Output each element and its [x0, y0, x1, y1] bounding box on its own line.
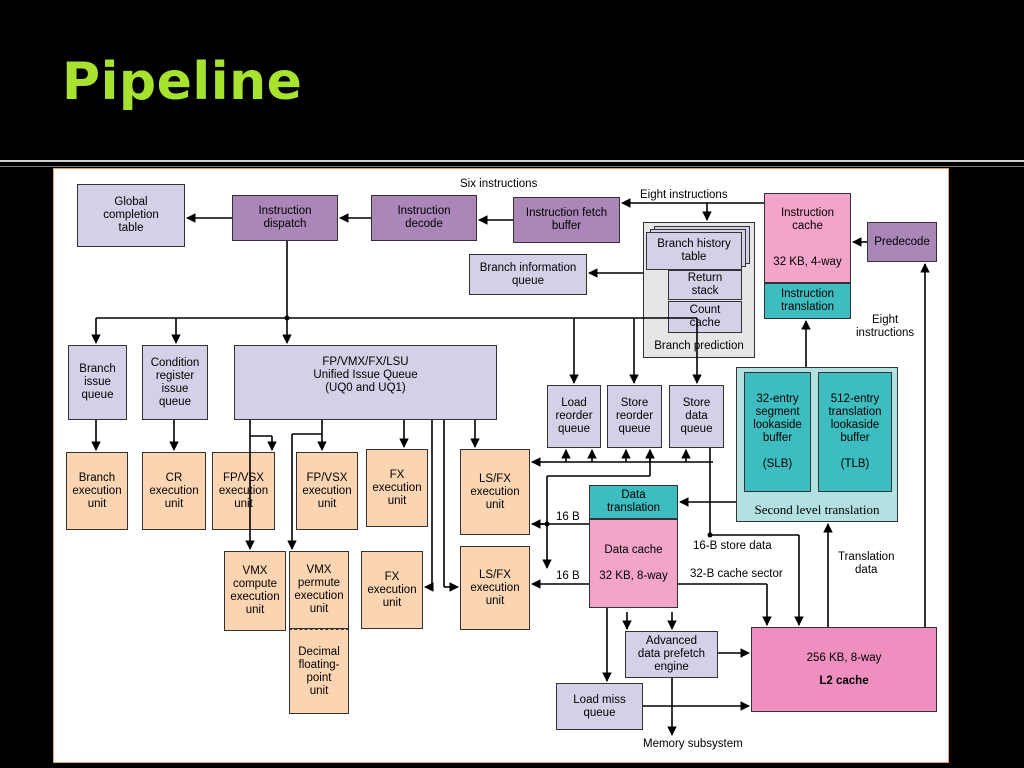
load-miss-queue: Load miss queue	[556, 683, 643, 730]
tlb: 512-entry translation lookaside buffer (…	[818, 372, 892, 492]
l2-cache-size: 256 KB, 8-way	[806, 651, 882, 664]
branch-history-table: Branch history table	[646, 232, 742, 270]
advanced-data-prefetch-engine: Advanced data prefetch engine	[625, 631, 718, 678]
global-completion-table: Global completion table	[77, 184, 185, 247]
bus-16b-bottom-label: 16 B	[556, 570, 580, 582]
decimal-floating-point-unit: Decimal floating- point unit	[289, 629, 349, 714]
l2-cache-label: L2 cache	[819, 674, 869, 687]
branch-issue-queue: Branch issue queue	[68, 345, 127, 420]
store-data-16b-label: 16-B store data	[693, 540, 772, 552]
eight-instructions-side-label: Eight instructions	[856, 314, 915, 339]
cache-sector-32b-label: 32-B cache sector	[690, 568, 783, 580]
bus-16b-top-label: 16 B	[556, 511, 580, 523]
l2-cache: 256 KB, 8-way L2 cache	[751, 627, 937, 712]
condition-register-issue-queue: Condition register issue queue	[142, 345, 208, 420]
six-instructions-label: Six instructions	[460, 178, 538, 190]
branch-execution-unit: Branch execution unit	[66, 452, 128, 530]
second-level-translation-label: Second level translation	[754, 502, 880, 517]
branch-prediction-label: Branch prediction	[654, 340, 744, 352]
instruction-translation: Instruction translation	[764, 283, 851, 319]
cr-execution-unit: CR execution unit	[142, 452, 206, 530]
predecode: Predecode	[867, 222, 937, 262]
instruction-cache: Instruction cache 32 KB, 4-way	[764, 193, 851, 283]
slide-title: Pipeline	[62, 52, 303, 112]
load-reorder-queue: Load reorder queue	[547, 385, 601, 448]
store-data-queue: Store data queue	[669, 385, 724, 448]
header-divider-thin	[0, 166, 1024, 167]
vmx-compute-execution-unit: VMX compute execution unit	[224, 551, 286, 631]
fpvsx-execution-unit-2: FP/VSX execution unit	[296, 452, 358, 530]
instruction-decode: Instruction decode	[371, 195, 477, 241]
data-cache: Data cache 32 KB, 8-way	[589, 519, 678, 608]
lsfx-execution-unit-2: LS/FX execution unit	[460, 546, 530, 630]
return-stack: Return stack	[668, 270, 742, 300]
lsfx-execution-unit-1: LS/FX execution unit	[460, 449, 530, 535]
instruction-cache-label: Instruction cache	[780, 206, 835, 232]
slide-header: Pipeline	[0, 0, 1024, 158]
memory-subsystem-label: Memory subsystem	[643, 738, 743, 750]
instruction-fetch-buffer: Instruction fetch buffer	[513, 197, 620, 243]
unified-issue-queue: FP/VMX/FX/LSU Unified Issue Queue (UQ0 a…	[234, 345, 497, 420]
vmx-permute-execution-unit: VMX permute execution unit	[289, 551, 349, 629]
translation-data-label: Translation data	[838, 551, 895, 576]
slb: 32-entry segment lookaside buffer (SLB)	[744, 372, 811, 492]
instruction-dispatch: Instruction dispatch	[232, 195, 338, 241]
fx-execution-unit-2: FX execution unit	[361, 551, 423, 629]
eight-instructions-label: Eight instructions	[640, 189, 728, 201]
store-reorder-queue: Store reorder queue	[607, 385, 662, 448]
fx-execution-unit-1: FX execution unit	[366, 449, 428, 527]
instruction-cache-size: 32 KB, 4-way	[773, 256, 842, 269]
fpvsx-execution-unit-1: FP/VSX execution unit	[212, 452, 275, 530]
header-divider	[0, 160, 1024, 162]
data-translation: Data translation	[589, 485, 678, 519]
count-cache: Count cache	[668, 301, 742, 333]
branch-information-queue: Branch information queue	[469, 254, 587, 295]
